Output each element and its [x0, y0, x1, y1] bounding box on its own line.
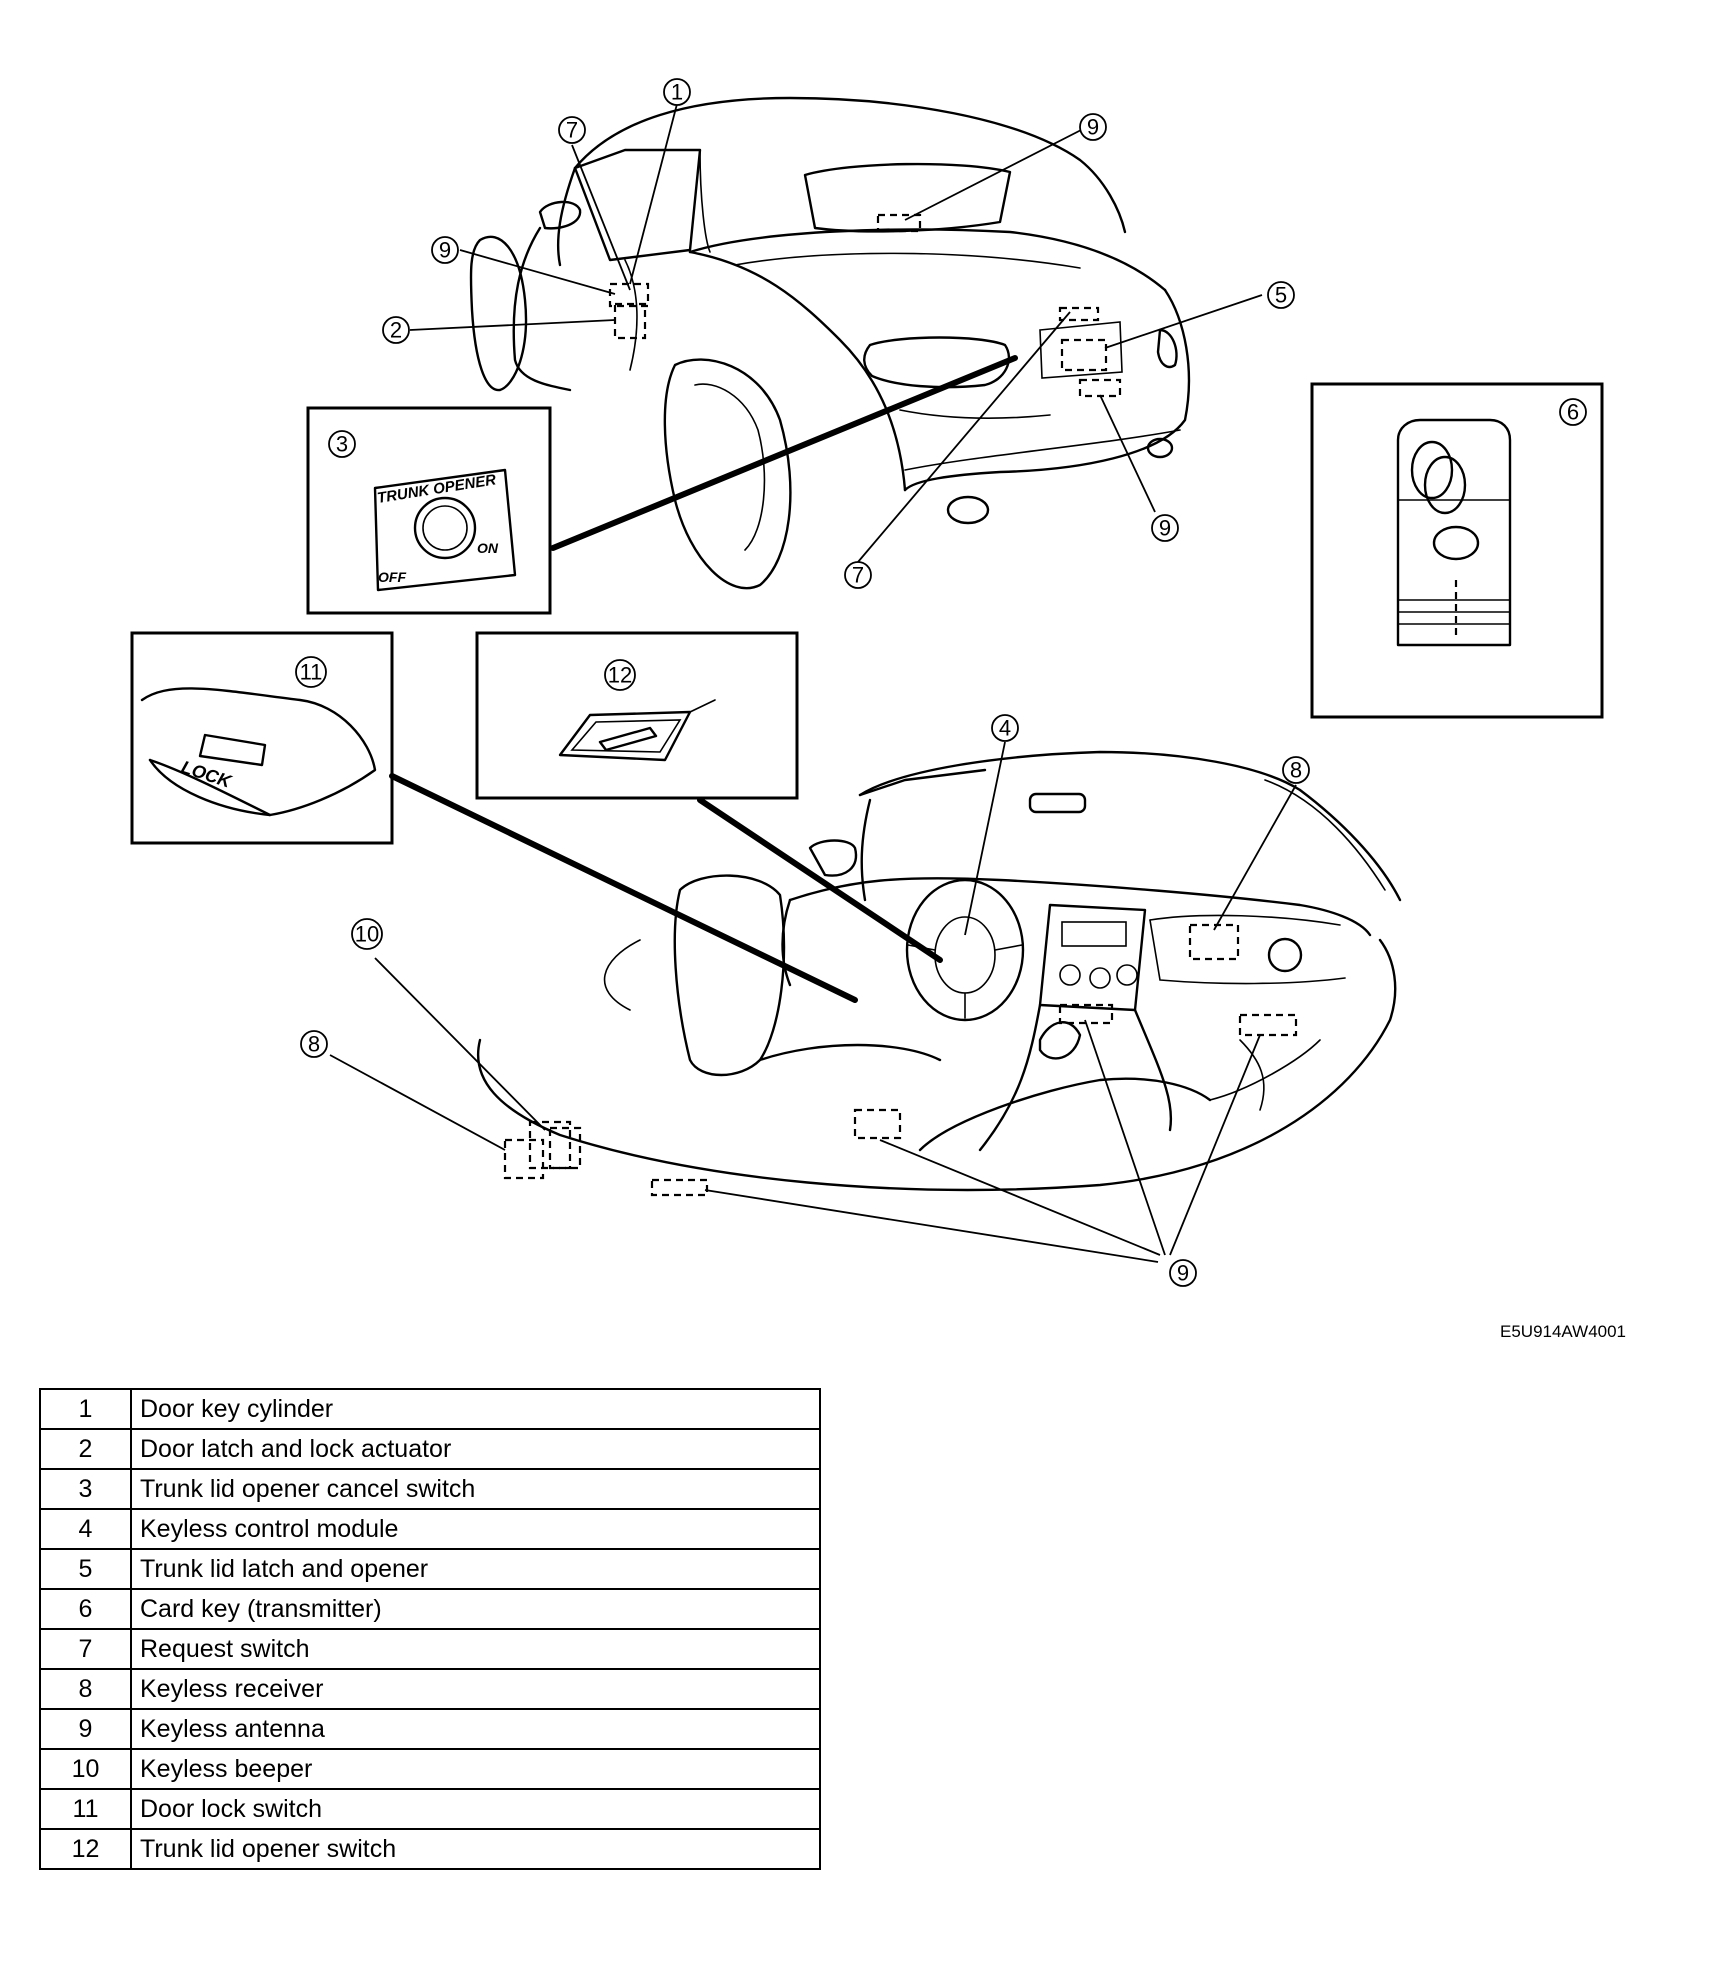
svg-text:8: 8 [308, 1032, 320, 1057]
svg-text:5: 5 [1275, 283, 1287, 308]
legend-label: Trunk lid latch and opener [130, 1548, 821, 1590]
legend-label: Door latch and lock actuator [130, 1428, 821, 1470]
legend-label: Keyless control module [130, 1508, 821, 1550]
legend-label: Keyless antenna [130, 1708, 821, 1750]
svg-text:6: 6 [1567, 400, 1579, 425]
trunk-opener-on-label: ON [477, 540, 499, 556]
legend-label: Door key cylinder [130, 1388, 821, 1430]
legend-label: Keyless receiver [130, 1668, 821, 1710]
svg-text:3: 3 [336, 432, 348, 457]
callout-7-bottom: 7 [844, 561, 872, 589]
svg-text:9: 9 [1087, 115, 1099, 140]
legend-number: 5 [39, 1548, 132, 1590]
svg-text:9: 9 [1159, 516, 1171, 541]
legend-label: Trunk lid opener cancel switch [130, 1468, 821, 1510]
callout-6: 6 [1559, 398, 1587, 426]
component-location-diagram: TRUNK OPENER OFF ON LOCK [130, 78, 1604, 1287]
svg-text:1: 1 [671, 80, 683, 105]
legend-label: Door lock switch [130, 1788, 821, 1830]
callout-9-window: 9 [1079, 113, 1107, 141]
callout-8-dash: 8 [1282, 756, 1310, 784]
legend-number: 4 [39, 1508, 132, 1550]
legend-label: Request switch [130, 1628, 821, 1670]
callout-5: 5 [1267, 281, 1295, 309]
svg-text:4: 4 [999, 716, 1011, 741]
svg-text:10: 10 [355, 922, 379, 947]
inset-trunk-opener: TRUNK OPENER OFF ON [306, 406, 552, 615]
legend-label: Trunk lid opener switch [130, 1828, 821, 1870]
svg-text:9: 9 [439, 238, 451, 263]
legend-number: 10 [39, 1748, 132, 1790]
svg-text:7: 7 [852, 563, 864, 588]
trunk-opener-off-label: OFF [378, 569, 406, 585]
callout-8-floor: 8 [300, 1030, 328, 1058]
legend-label: Card key (transmitter) [130, 1588, 821, 1630]
callout-12: 12 [604, 659, 636, 691]
callout-9-interior: 9 [1169, 1259, 1197, 1287]
svg-text:9: 9 [1177, 1261, 1189, 1286]
callout-9-door: 9 [431, 236, 459, 264]
callout-10: 10 [351, 918, 383, 950]
legend-label: Keyless beeper [130, 1748, 821, 1790]
callout-3: 3 [328, 430, 356, 458]
inset-trunk-lid-switch [475, 631, 799, 800]
svg-text:7: 7 [566, 118, 578, 143]
svg-text:12: 12 [608, 663, 632, 688]
interior-illustration [476, 750, 1402, 1197]
rear-car-illustration [469, 96, 1191, 590]
legend-number: 12 [39, 1828, 132, 1870]
inset-door-lock-switch: LOCK [130, 631, 394, 845]
legend-number: 3 [39, 1468, 132, 1510]
legend-number: 11 [39, 1788, 132, 1830]
callout-11: 11 [295, 656, 327, 688]
legend-number: 9 [39, 1708, 132, 1750]
inset-card-key [1310, 382, 1604, 719]
legend-number: 6 [39, 1588, 132, 1630]
legend-number: 7 [39, 1628, 132, 1670]
leader-lines [329, 103, 1297, 1263]
callout-2: 2 [382, 316, 410, 344]
legend-number: 8 [39, 1668, 132, 1710]
svg-text:11: 11 [300, 660, 323, 685]
svg-text:2: 2 [390, 318, 402, 343]
callout-1: 1 [663, 78, 691, 106]
svg-text:8: 8 [1290, 758, 1302, 783]
figure-code: E5U914AW4001 [1500, 1322, 1627, 1341]
legend-number: 2 [39, 1428, 132, 1470]
legend-number: 1 [39, 1388, 132, 1430]
callout-9-bumper: 9 [1151, 514, 1179, 542]
callout-7-top: 7 [558, 116, 586, 144]
callout-4: 4 [991, 714, 1019, 742]
